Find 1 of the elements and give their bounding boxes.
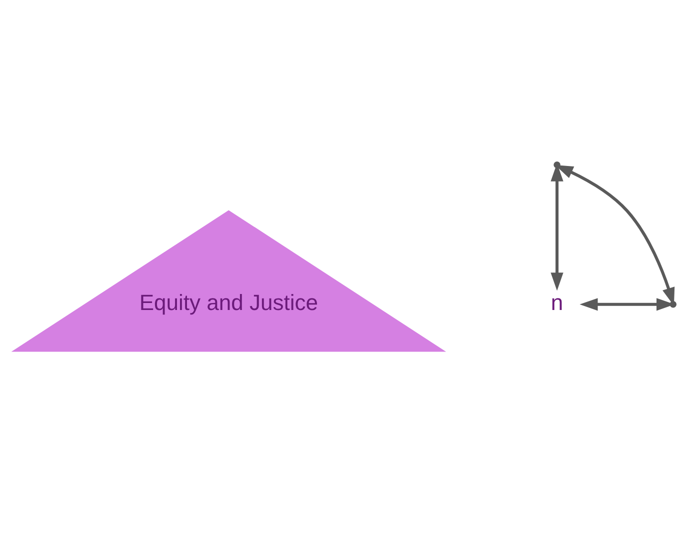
node-text: n bbox=[550, 290, 564, 316]
